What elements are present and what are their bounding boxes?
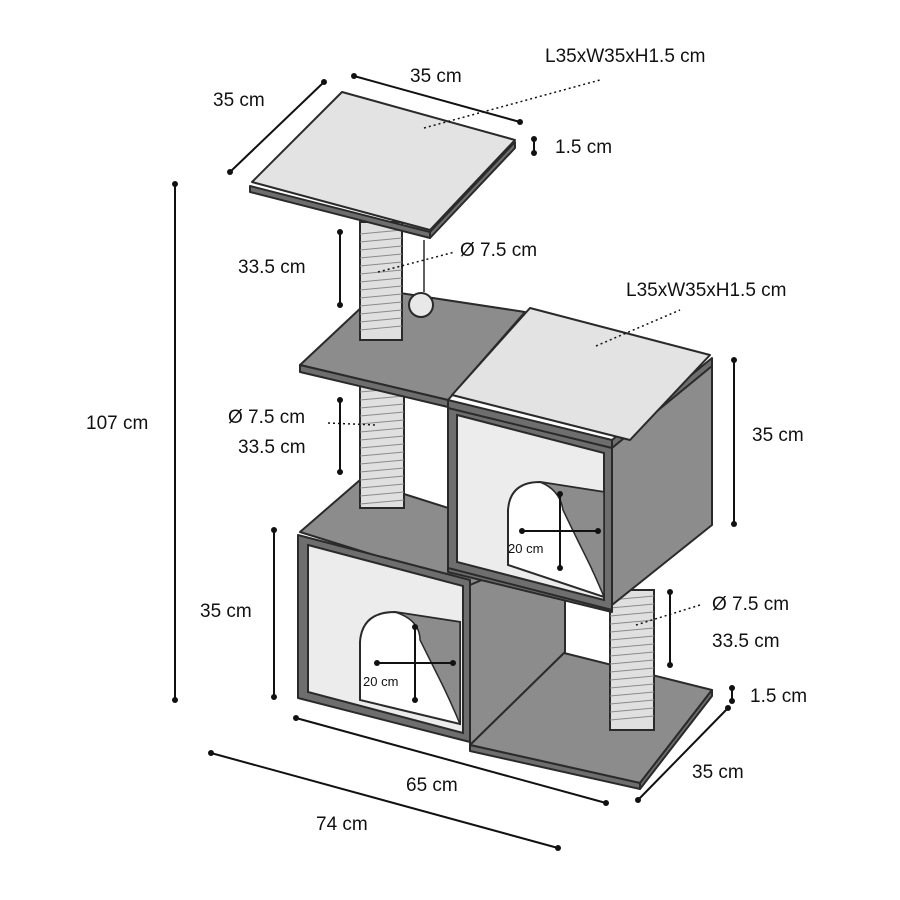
- label-top-board-spec: L35xW35xH1.5 cm: [545, 46, 706, 67]
- dimension-lines: [172, 73, 737, 851]
- label-total-height: 107 cm: [86, 413, 148, 434]
- label-right-cushion-spec: L35xW35xH1.5 cm: [626, 280, 787, 301]
- label-mid-post-height: 33.5 cm: [238, 437, 306, 458]
- dimension-labels: L35xW35xH1.5 cm 35 cm 35 cm 1.5 cm 33.5 …: [86, 46, 807, 835]
- label-top-thickness: 1.5 cm: [555, 137, 612, 158]
- right-box-curtain: [539, 481, 605, 598]
- label-lower-post-diameter: Ø 7.5 cm: [712, 594, 789, 615]
- label-top-depth: 35 cm: [213, 90, 265, 111]
- label-left-opening: 20 cm: [363, 674, 398, 689]
- lower-post: [609, 589, 655, 731]
- label-upper-post-height: 33.5 cm: [238, 257, 306, 278]
- label-mid-post-diameter: Ø 7.5 cm: [228, 407, 305, 428]
- label-width-74: 74 cm: [316, 814, 368, 835]
- label-right-opening: 20 cm: [508, 541, 543, 556]
- label-left-box-height: 35 cm: [200, 601, 252, 622]
- right-cushion: [447, 307, 713, 449]
- label-upper-post-diameter: Ø 7.5 cm: [460, 240, 537, 261]
- top-platform: [249, 91, 516, 239]
- toy-ball: [408, 292, 434, 318]
- label-width-65: 65 cm: [406, 775, 458, 796]
- label-base-thickness: 1.5 cm: [750, 686, 807, 707]
- right-box: [447, 359, 713, 613]
- label-top-width: 35 cm: [410, 66, 462, 87]
- label-right-box-height: 35 cm: [752, 425, 804, 446]
- label-base-depth: 35 cm: [692, 762, 744, 783]
- label-lower-post-height: 33.5 cm: [712, 631, 780, 652]
- middle-post: [359, 379, 405, 509]
